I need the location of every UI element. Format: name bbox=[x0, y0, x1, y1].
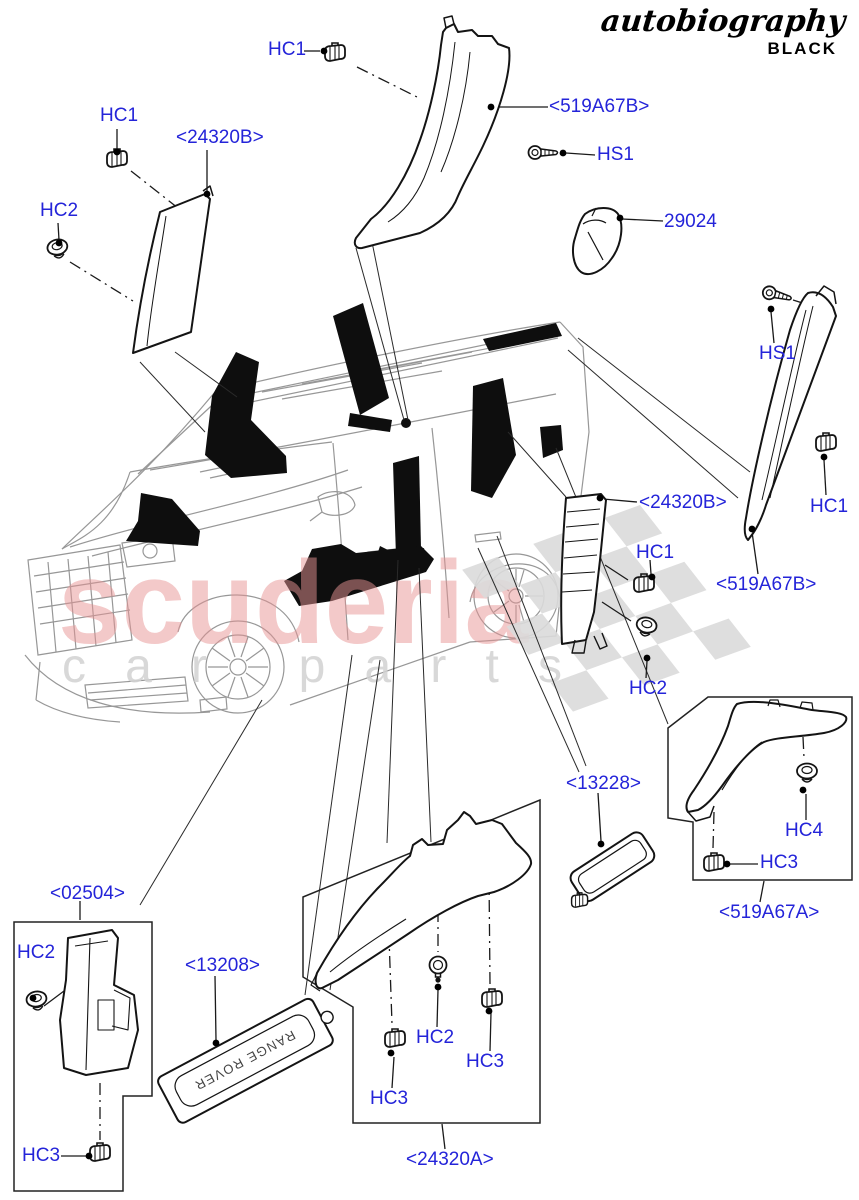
hs1-screw-icon-right bbox=[760, 284, 794, 306]
hc3-clip-icon-02504 bbox=[89, 1142, 111, 1162]
label-hc2-right-mid[interactable]: HC2 bbox=[629, 678, 668, 699]
label-hc3-left-box[interactable]: HC3 bbox=[22, 1145, 61, 1166]
label-hc1-top-left[interactable]: HC1 bbox=[100, 105, 139, 126]
label-519a67a[interactable]: <519A67A> bbox=[719, 902, 820, 923]
box-24320A bbox=[302, 798, 541, 1124]
box-519A67A bbox=[667, 696, 853, 881]
trim-cover-29024-drawing bbox=[572, 207, 623, 276]
label-hc1-top-center[interactable]: HC1 bbox=[268, 39, 307, 60]
label-hc1-right-mid[interactable]: HC1 bbox=[636, 542, 675, 563]
label-hc3-right-box[interactable]: HC3 bbox=[760, 852, 799, 873]
label-hc2-center[interactable]: HC2 bbox=[416, 1027, 455, 1048]
label-29024[interactable]: 29024 bbox=[664, 211, 717, 232]
label-02504[interactable]: <02504> bbox=[50, 883, 126, 904]
label-13208[interactable]: <13208> bbox=[185, 955, 261, 976]
label-13228[interactable]: <13228> bbox=[566, 773, 642, 794]
hc2-grommet-icon-02504 bbox=[24, 989, 50, 1013]
label-24320b-right-mid[interactable]: <24320B> bbox=[639, 492, 727, 513]
c-pillar-ribbed-trim-drawing bbox=[560, 493, 608, 654]
label-hs1-top[interactable]: HS1 bbox=[597, 144, 634, 165]
hc3-clip-icon-24320a-left bbox=[384, 1028, 406, 1048]
group-boxes bbox=[13, 696, 853, 1192]
leader-dots bbox=[29, 47, 828, 1160]
hc3-clip-icon-24320a-right bbox=[481, 988, 503, 1008]
box-02504 bbox=[13, 921, 153, 1192]
hc4-grommet-icon-519a67a bbox=[796, 762, 818, 783]
black-edition-text: BLACK bbox=[767, 39, 837, 58]
label-hc3-center-left[interactable]: HC3 bbox=[370, 1088, 409, 1109]
d-pillar-lower-trim-drawing bbox=[685, 699, 848, 822]
hc3-clip-icon-519a67a bbox=[703, 852, 725, 872]
front-sill-plate-drawing: RANGE ROVER bbox=[157, 997, 334, 1124]
pillar-trim-upper-left-drawing bbox=[132, 185, 214, 354]
hc1-clip-icon-far-right bbox=[815, 432, 837, 452]
highlighted-trim-fills bbox=[126, 303, 563, 606]
label-hc3-center-right[interactable]: HC3 bbox=[466, 1051, 505, 1072]
cowl-side-trim-drawing bbox=[59, 929, 139, 1076]
label-hc4[interactable]: HC4 bbox=[785, 820, 824, 841]
d-pillar-trim-drawing bbox=[743, 285, 837, 541]
hs1-screw-icon-top bbox=[527, 145, 559, 160]
watermark-carparts-text: car parts bbox=[62, 640, 562, 693]
hc2-ballstud-icon-24320a bbox=[428, 955, 448, 984]
label-24320b-top-left[interactable]: <24320B> bbox=[176, 127, 264, 148]
label-519a67b-top[interactable]: <519A67B> bbox=[549, 96, 650, 117]
autobiography-script-text: autobiography bbox=[599, 4, 847, 39]
label-hc1-far-right[interactable]: HC1 bbox=[810, 496, 849, 517]
label-24320a[interactable]: <24320A> bbox=[406, 1149, 494, 1170]
label-leader-lines bbox=[43, 50, 832, 1157]
edition-branding: autobiography BLACK bbox=[599, 4, 847, 59]
a-pillar-lower-trim-drawing bbox=[310, 811, 533, 992]
label-hs1-right[interactable]: HS1 bbox=[759, 343, 796, 364]
label-hc2-left-box[interactable]: HC2 bbox=[17, 942, 56, 963]
label-hc2-top-left[interactable]: HC2 bbox=[40, 200, 79, 221]
rear-sill-plate-drawing bbox=[569, 831, 656, 909]
hc1-clip-icon-top-center bbox=[324, 42, 346, 62]
label-519a67b-right-mid[interactable]: <519A67B> bbox=[716, 574, 817, 595]
car-leader-lines bbox=[139, 241, 751, 996]
b-pillar-upper-trim-drawing bbox=[353, 15, 511, 250]
watermark-scuderia-text: scuderia bbox=[58, 537, 529, 669]
